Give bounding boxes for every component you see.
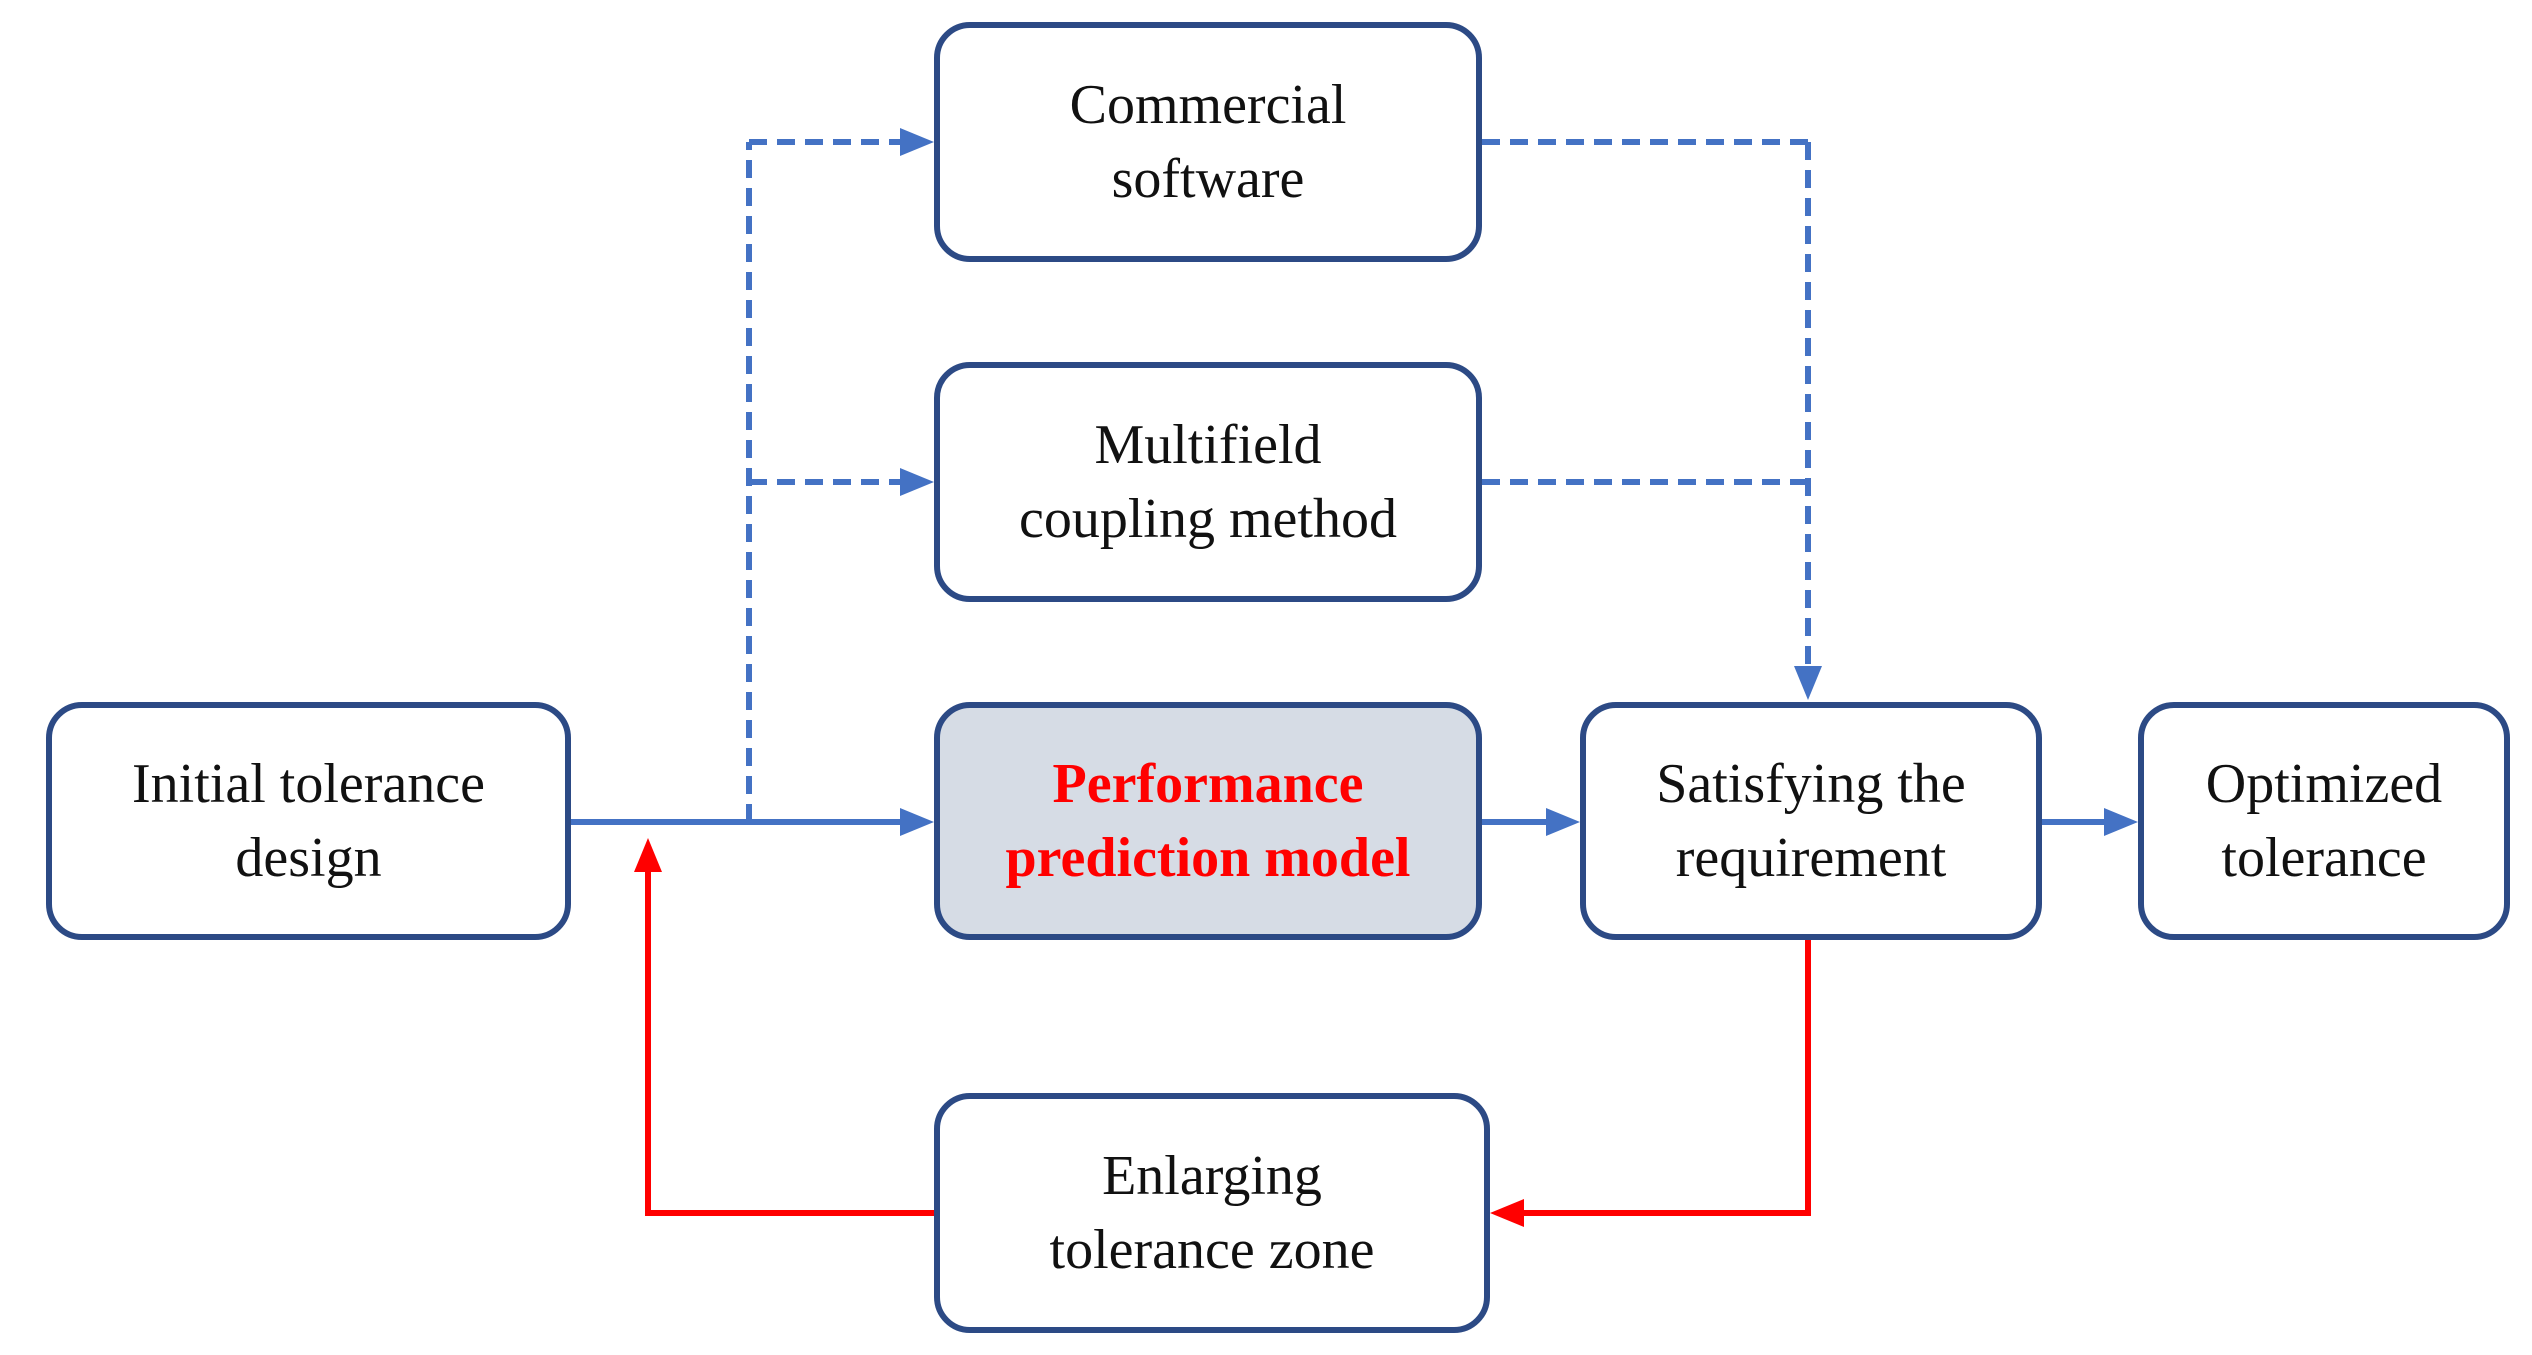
edge-enlarging-to-initial-arrowhead: [634, 838, 662, 872]
edge-satisfying-to-enlarging: [1522, 940, 1811, 1216]
node-commercial-software: Commercial software: [934, 22, 1482, 262]
edge-enlarging-to-initial: [645, 870, 934, 1216]
node-label-line1: Performance: [1052, 753, 1364, 815]
node-label-line1: Multifield: [1094, 414, 1322, 476]
node-label-line2: prediction model: [1005, 827, 1411, 889]
node-enlarging-tolerance-zone: Enlarging tolerance zone: [934, 1093, 1490, 1333]
node-optimized-tolerance: Optimized tolerance: [2138, 702, 2510, 940]
edge-initial-to-prediction-arrowhead: [900, 808, 934, 836]
edge-branch-to-commercial-arrowhead: [900, 128, 934, 156]
node-label-line2: tolerance zone: [1049, 1219, 1375, 1281]
node-label-line1: Commercial: [1069, 74, 1347, 136]
node-performance-prediction-model: Performance prediction model: [934, 702, 1482, 940]
node-label-line2: requirement: [1675, 827, 1947, 889]
edge-prediction-to-satisfying-arrowhead: [1546, 808, 1580, 836]
edge-branch-to-multifield-arrowhead: [900, 468, 934, 496]
node-multifield-coupling-method: Multifield coupling method: [934, 362, 1482, 602]
node-label-line2: design: [235, 827, 382, 889]
node-label-line1: Optimized: [2205, 753, 2443, 815]
node-label-line2: coupling method: [1019, 488, 1397, 550]
node-satisfying-the-requirement: Satisfying the requirement: [1580, 702, 2042, 940]
node-label-line1: Initial tolerance: [132, 753, 485, 815]
edge-satisfying-to-optimized-arrowhead: [2104, 808, 2138, 836]
node-label-line1: Enlarging: [1102, 1145, 1322, 1207]
node-label-line2: tolerance: [2221, 827, 2427, 889]
node-initial-tolerance-design: Initial tolerance design: [46, 702, 571, 940]
node-label-line1: Satisfying the: [1656, 753, 1966, 815]
edge-merge-to-satisfying-arrowhead: [1794, 666, 1822, 700]
edge-satisfying-to-enlarging-arrowhead: [1490, 1199, 1524, 1227]
node-label-line2: software: [1111, 148, 1305, 210]
